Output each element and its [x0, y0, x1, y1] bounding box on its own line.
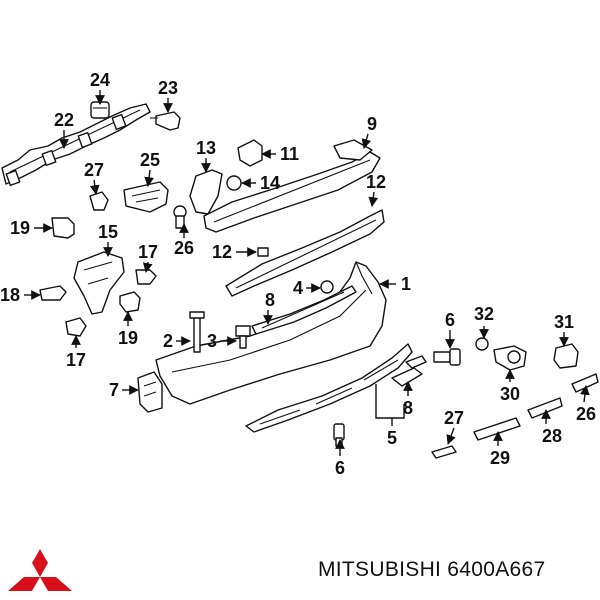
callout-22: 24 [90, 70, 110, 90]
callout-19-upper: 19 [10, 218, 30, 238]
callout-29: 29 [490, 448, 510, 468]
callout-16: 15 [98, 222, 118, 242]
callout-5: 5 [387, 428, 397, 448]
sensor-part-30 [493, 345, 527, 371]
bolt-part-6-lower [333, 423, 345, 447]
clip-part-21 [150, 111, 181, 131]
bracket-rail-part [1, 103, 151, 187]
callout-17-upper: 17 [138, 242, 158, 262]
bolt-part-3 [235, 325, 251, 349]
callout-1: 1 [401, 274, 411, 294]
callout-13: 11 [280, 144, 299, 164]
callout-24: 26 [174, 238, 194, 258]
callout-9: 8 [265, 290, 275, 310]
reflector-part-8 [391, 355, 427, 387]
callout-11: 12 [212, 242, 232, 262]
nut-part-15 [226, 175, 242, 191]
callout-2: 2 [163, 331, 173, 351]
strip-part-27 [431, 445, 457, 459]
callout-21: 23 [158, 78, 178, 98]
side-bracket-part-23 [123, 181, 169, 213]
logo-top-diamond [32, 549, 48, 577]
grommet-part-32 [475, 337, 489, 351]
bracket-part-7 [137, 371, 163, 413]
callout-7: 7 [109, 380, 119, 400]
strip-part-26 [571, 373, 599, 393]
logo-right-diamond [40, 577, 72, 591]
callout-17-lower: 17 [66, 350, 86, 370]
callout-15: 14 [260, 173, 280, 193]
bolt-part-2 [189, 311, 205, 353]
clip-part-17-lower [65, 317, 87, 337]
callout-6-upper: 6 [445, 310, 455, 330]
part-number-caption: MITSUBISHI 6400A667 [318, 558, 546, 581]
callout-14: 13 [196, 138, 216, 158]
callout-8: 8 [403, 398, 413, 418]
strip-part-28 [527, 397, 563, 419]
callout-32: 32 [474, 304, 494, 324]
callout-27: 27 [444, 408, 464, 428]
callout-31: 31 [554, 312, 574, 332]
clip-part-13 [237, 139, 263, 167]
callout-6-lower: 6 [335, 458, 345, 478]
callout-26: 26 [576, 404, 596, 424]
holder-part-31 [553, 343, 579, 369]
callout-30: 30 [500, 384, 520, 404]
absorber-part-12 [225, 209, 385, 297]
callout-10: 9 [367, 114, 377, 134]
plug-part-19-upper [51, 217, 75, 239]
callout-28: 28 [542, 426, 562, 446]
callout-3: 3 [207, 331, 217, 351]
retainer-part-25 [89, 191, 109, 211]
bracket-part-14 [189, 169, 223, 215]
callout-labels: 24 23 22 9 13 25 11 27 12 14 19 15 26 12… [0, 70, 596, 478]
nut-part-4 [320, 280, 334, 294]
side-bracket-part-16 [73, 251, 125, 315]
callout-23: 25 [140, 150, 160, 170]
callout-4: 4 [293, 278, 303, 298]
plug-part-22 [90, 101, 110, 119]
callout-18: 18 [0, 285, 20, 305]
bolt-part-6-upper [433, 348, 461, 366]
callout-19-lower: 19 [118, 328, 138, 348]
mitsubishi-logo [8, 549, 72, 591]
pin-part-18 [39, 285, 67, 301]
plug-part-19-lower [119, 291, 141, 313]
strip-part-29 [473, 417, 521, 441]
callout-20: 22 [54, 110, 74, 130]
logo-left-diamond [8, 577, 40, 591]
callout-12: 12 [366, 172, 386, 192]
trim-strip-part-9 [251, 285, 357, 335]
leader-lines [24, 90, 590, 456]
clip-part-17-upper [135, 269, 157, 285]
diffuser-part-5 [245, 343, 413, 433]
screw-part-11 [257, 247, 269, 257]
callout-25: 27 [84, 160, 104, 180]
